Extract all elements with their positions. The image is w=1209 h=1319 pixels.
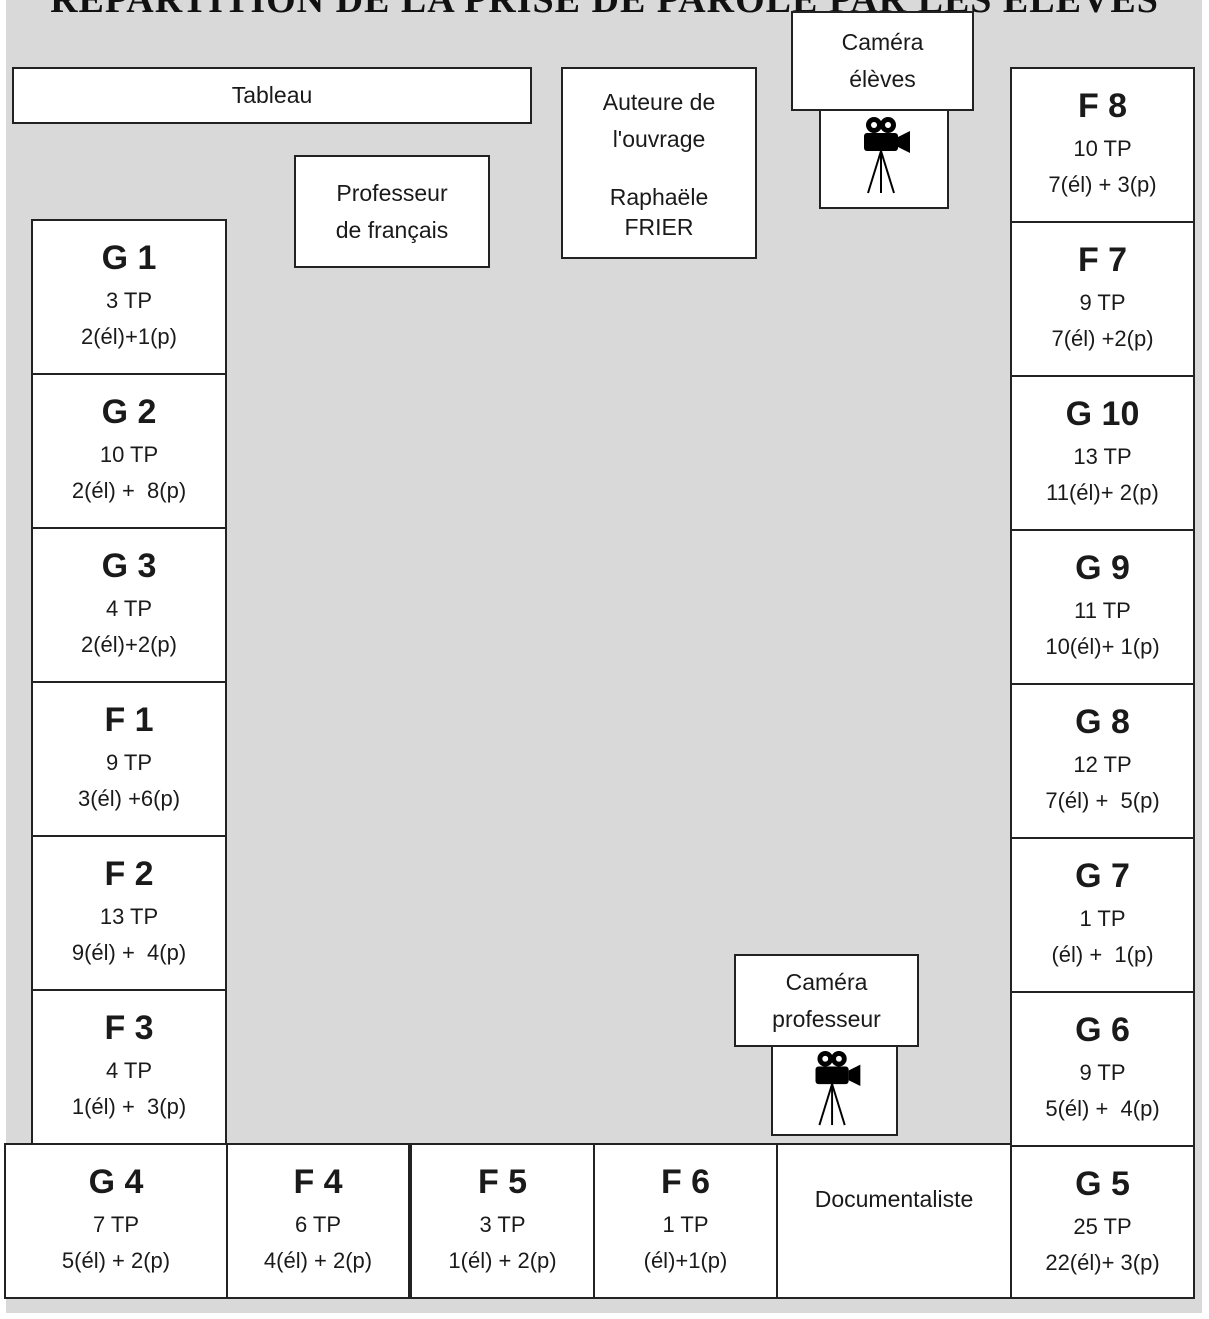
seat-tp: 9 TP (1079, 1060, 1126, 1085)
seat-tp: 13 TP (99, 904, 159, 929)
camera-professeur-body (771, 1040, 898, 1136)
seat-name: F 4 (293, 1163, 343, 1201)
seat-tp: 6 TP (294, 1212, 342, 1237)
documentaliste-box: Documentaliste (776, 1143, 1012, 1299)
seat-split: (él)+1(p) (643, 1248, 728, 1273)
seat-name: G 10 (1065, 395, 1140, 433)
seat-tp: 1 TP (1079, 906, 1126, 931)
movie-camera-icon (815, 1050, 860, 1126)
professeur-line2: de français (335, 216, 449, 243)
seat-g7: G 7 1 TP (él) + 1(p) (1010, 837, 1195, 993)
seat-f8: F 8 10 TP 7(él) + 3(p) (1010, 67, 1195, 223)
seat-split: 22(él)+ 3(p) (1045, 1250, 1160, 1275)
seat-split: 9(él) + 4(p) (71, 940, 187, 965)
seat-name: F 5 (477, 1163, 528, 1201)
seat-name: G 7 (1075, 857, 1130, 895)
seat-f4: F 4 6 TP 4(él) + 2(p) (226, 1143, 410, 1299)
seat-g4: G 4 7 TP 5(él) + 2(p) (4, 1143, 228, 1299)
seat-name: F 7 (1077, 241, 1128, 279)
seat-split: 7(él) + 3(p) (1048, 172, 1157, 197)
seat-name: G 6 (1075, 1011, 1130, 1049)
seat-f2: F 2 13 TP 9(él) + 4(p) (31, 835, 227, 991)
camera-professeur-line2: professeur (772, 1005, 881, 1032)
seat-g8: G 8 12 TP 7(él) + 5(p) (1010, 683, 1195, 839)
seat-name: F 3 (104, 1009, 154, 1047)
seat-f6: F 6 1 TP (él)+1(p) (593, 1143, 778, 1299)
camera-eleves-line2: élèves (849, 66, 916, 92)
professeur-line1: Professeur (336, 179, 448, 206)
seat-name: F 6 (660, 1163, 711, 1201)
seat-name: G 3 (101, 547, 157, 585)
seat-split: 5(él) + 2(p) (61, 1248, 171, 1273)
seat-split: 11(él)+ 2(p) (1046, 480, 1159, 505)
seat-name: G 1 (101, 239, 157, 277)
seat-tp: 4 TP (105, 1058, 153, 1083)
seat-tp: 25 TP (1073, 1214, 1132, 1239)
auteur-line1: Auteure de (602, 89, 716, 115)
seat-g3: G 3 4 TP 2(él)+2(p) (31, 527, 227, 683)
seat-name: G 5 (1075, 1165, 1130, 1203)
seat-g2: G 2 10 TP 2(él) + 8(p) (31, 373, 227, 529)
seat-tp: 11 TP (1074, 598, 1131, 623)
camera-professeur-line1: Caméra (785, 968, 868, 995)
movie-camera-icon (864, 116, 910, 193)
seat-name: G 2 (101, 393, 157, 431)
documentaliste-label: Documentaliste (814, 1186, 974, 1212)
seat-tp: 13 TP (1073, 444, 1132, 469)
seat-g10: G 10 13 TP 11(él)+ 2(p) (1010, 375, 1195, 531)
seat-f1: F 1 9 TP 3(él) +6(p) (31, 681, 227, 837)
seat-tp: 12 TP (1073, 752, 1132, 777)
seat-split: 1(él) + 2(p) (448, 1248, 557, 1273)
seat-split: 2(él)+1(p) (81, 324, 177, 349)
seat-name: F 2 (104, 855, 154, 893)
seat-g5: G 5 25 TP 22(él)+ 3(p) (1010, 1145, 1195, 1299)
seat-tp: 7 TP (92, 1212, 140, 1237)
tableau-box: Tableau (12, 67, 532, 124)
seat-g6: G 6 9 TP 5(él) + 4(p) (1010, 991, 1195, 1147)
seat-name: F 8 (1077, 87, 1128, 125)
seat-name: G 4 (88, 1163, 144, 1201)
seat-split: 1(él) + 3(p) (71, 1094, 187, 1119)
seat-tp: 10 TP (1073, 136, 1132, 161)
seat-split: 2(él)+2(p) (81, 632, 177, 657)
page-title: RÉPARTITION DE LA PRISE DE PAROLE PAR LE… (50, 0, 1159, 21)
seat-name: F 1 (104, 701, 154, 739)
seat-split: 3(él) +6(p) (77, 786, 181, 811)
seat-tp: 9 TP (1079, 290, 1126, 315)
seat-split: 2(él) + 8(p) (71, 478, 187, 503)
seat-split: 10(él)+ 1(p) (1045, 634, 1160, 659)
tableau-label: Tableau (231, 82, 313, 108)
camera-eleves-label: Caméra élèves (791, 11, 974, 111)
seat-f3: F 3 4 TP 1(él) + 3(p) (31, 989, 227, 1145)
camera-eleves-body (819, 100, 949, 209)
seat-tp: 1 TP (662, 1212, 709, 1237)
seat-tp: 3 TP (105, 288, 153, 313)
seat-tp: 4 TP (105, 596, 153, 621)
auteur-line3: Raphaële (609, 184, 709, 210)
seat-name: G 9 (1075, 549, 1130, 587)
camera-professeur-label: Caméra professeur (734, 954, 919, 1047)
seat-tp: 9 TP (105, 750, 153, 775)
seat-g9: G 9 11 TP 10(él)+ 1(p) (1010, 529, 1195, 685)
professeur-box: Professeur de français (294, 155, 490, 268)
seat-f5: F 5 3 TP 1(él) + 2(p) (410, 1143, 595, 1299)
seat-name: G 8 (1075, 703, 1130, 741)
auteur-line2: l'ouvrage (612, 126, 706, 152)
seat-split: 7(él) +2(p) (1051, 326, 1154, 351)
seat-split: 7(él) + 5(p) (1045, 788, 1160, 813)
auteur-line4: FRIER (624, 214, 694, 240)
seat-f7: F 7 9 TP 7(él) +2(p) (1010, 221, 1195, 377)
seat-split: 4(él) + 2(p) (263, 1248, 373, 1273)
seat-tp: 3 TP (479, 1212, 526, 1237)
seat-tp: 10 TP (99, 442, 159, 467)
auteur-box: Auteure de l'ouvrage Raphaële FRIER (561, 67, 757, 259)
seat-g1: G 1 3 TP 2(él)+1(p) (31, 219, 227, 375)
seat-split: (él) + 1(p) (1051, 942, 1154, 967)
seat-split: 5(él) + 4(p) (1045, 1096, 1160, 1121)
camera-eleves-line1: Caméra (841, 29, 924, 55)
